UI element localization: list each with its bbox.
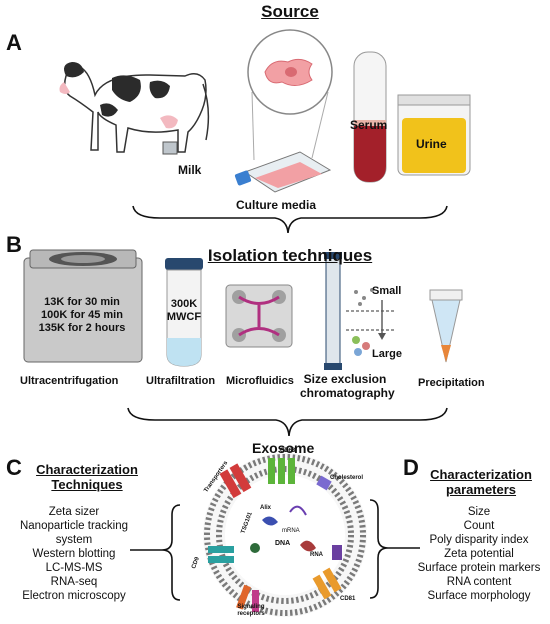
rna-label: RNA <box>310 552 323 558</box>
parameter-item: RNA content <box>446 576 512 588</box>
technique-item: Nanoparticle tracking <box>19 520 129 532</box>
panel-d-letter: D <box>403 455 419 480</box>
source-title: Source <box>261 2 319 21</box>
cholesterol-label: Cholesterol <box>330 475 364 481</box>
ultracentrifuge-settings: 13K for 30 min 100K for 45 min 135K for … <box>30 296 134 335</box>
microfluidics-label: Microfluidics <box>226 375 294 387</box>
ultracentrifuge-setting-1: 13K for 30 min <box>44 296 120 308</box>
sec-label-line-2: chromatography <box>300 386 395 400</box>
isolation-title: Isolation techniques <box>207 246 373 265</box>
serum-tube-illustration <box>353 51 387 183</box>
parameter-item: Surface protein markers <box>417 562 541 574</box>
precipitation-tube-illustration <box>429 289 463 363</box>
ultrafiltration-label: Ultrafiltration <box>146 375 216 387</box>
characterization-techniques-list: Zeta sizer Nanoparticle tracking system … <box>14 505 134 603</box>
sec-large-label: Large <box>372 348 402 360</box>
alix-label: Alix <box>260 505 272 511</box>
technique-item: LC-MS-MS <box>45 562 103 574</box>
technique-item: system <box>55 534 93 546</box>
ultracentrifuge-setting-3: 135K for 2 hours <box>38 322 126 334</box>
panel-b-letter: B <box>6 232 22 257</box>
exosome-illustration <box>203 453 367 617</box>
cow-illustration <box>59 62 210 155</box>
cd81-label: CD81 <box>340 596 356 602</box>
ultracentrifuge-illustration <box>23 249 143 363</box>
characterization-parameters-title-line-2: parameters <box>445 482 517 497</box>
sec-small-label: Small <box>372 285 402 297</box>
characterization-techniques-title: Characterization Techniques <box>28 462 146 492</box>
source-bracket <box>132 205 448 234</box>
culture-flask-illustration <box>234 29 333 193</box>
signaling-receptors-label: Signaling receptors <box>237 604 265 617</box>
sec-label: Size exclusion chromatography <box>300 372 395 400</box>
parameter-item: Count <box>463 520 495 532</box>
microfluidic-chip-illustration <box>225 284 293 348</box>
mrna-label: mRNA <box>282 528 300 534</box>
ultrafiltration-tube-illustration <box>165 258 203 367</box>
ultrafiltration-setting-1: 300K <box>170 298 198 310</box>
serum-label: Serum <box>350 118 388 132</box>
culture-media-label: Culture media <box>236 198 317 212</box>
parameter-item: Poly disparity index <box>429 534 529 546</box>
milk-label: Milk <box>178 163 202 177</box>
ultracentrifuge-setting-2: 100K for 45 min <box>41 309 123 321</box>
characterization-parameters-title: Characterization parameters <box>422 467 540 497</box>
sec-label-line-1: Size exclusion <box>303 372 387 386</box>
exosome-title: Exosome <box>252 440 315 456</box>
dna-label: DNA <box>275 540 291 547</box>
ultracentrifugation-label: Ultracentrifugation <box>20 375 119 387</box>
right-brace <box>369 499 389 599</box>
parameter-item: Zeta potential <box>444 548 514 560</box>
ultrafiltration-setting-2: MWCF <box>166 311 202 323</box>
sec-column-illustration <box>324 252 395 370</box>
technique-item: Western blotting <box>32 548 116 560</box>
characterization-parameters-title-line-1: Characterization <box>430 467 532 482</box>
cd63-label: CD63 <box>280 448 296 454</box>
parameter-item: Surface morphology <box>427 590 531 602</box>
technique-item: Electron microscopy <box>22 590 126 602</box>
panel-a-letter: A <box>6 30 22 55</box>
precipitation-label: Precipitation <box>418 377 485 389</box>
characterization-techniques-title-line-1: Characterization <box>36 462 138 477</box>
parameter-item: Size <box>467 506 491 518</box>
isolation-bracket <box>127 407 448 437</box>
left-brace <box>161 504 181 601</box>
technique-item: Zeta sizer <box>48 506 100 518</box>
characterization-techniques-title-line-2: Techniques <box>51 477 123 492</box>
urine-label: Urine <box>416 137 447 151</box>
panel-c-letter: C <box>6 455 22 480</box>
ultrafiltration-settings: 300K MWCF <box>160 298 208 324</box>
technique-item: RNA-seq <box>50 576 98 588</box>
urine-cup-illustration <box>397 94 471 176</box>
characterization-parameters-list: Size Count Poly disparity index Zeta pot… <box>410 505 548 603</box>
